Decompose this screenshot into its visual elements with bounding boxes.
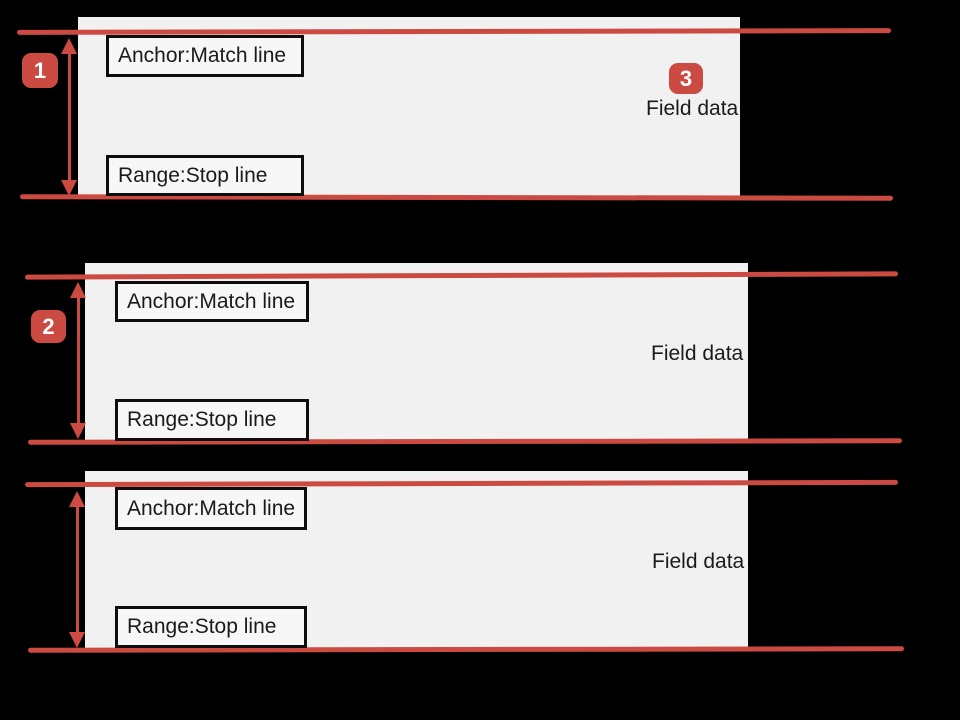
anchor-match-box-1: Anchor:Match line <box>106 35 304 77</box>
arrow-shaft <box>75 507 79 632</box>
span-measure-arrow-1 <box>61 38 77 196</box>
arrowhead-down-icon <box>70 423 86 439</box>
arrowhead-down-icon <box>61 180 77 196</box>
field-data-label-2: Field data <box>651 342 744 365</box>
range-stop-box-3: Range:Stop line <box>115 606 307 648</box>
arrowhead-down-icon <box>69 632 85 648</box>
field-data-label-1: Field data <box>646 97 739 120</box>
range-stop-box-1: Range:Stop line <box>106 155 304 196</box>
anchor-match-box-3: Anchor:Match line <box>115 487 307 530</box>
span-measure-arrow-2 <box>70 282 86 439</box>
arrowhead-up-icon <box>70 282 86 298</box>
anchor-match-box-2: Anchor:Match line <box>115 281 309 322</box>
anchor-match-line-1 <box>16 28 892 35</box>
field-data-label-3: Field data <box>652 550 745 573</box>
step-badge-3: 3 <box>669 63 703 94</box>
arrow-shaft <box>67 54 71 180</box>
step-badge-1: 1 <box>22 53 58 88</box>
arrow-shaft <box>76 298 80 423</box>
step-badge-2: 2 <box>31 310 66 343</box>
arrowhead-up-icon <box>61 38 77 54</box>
span-measure-arrow-3 <box>69 491 85 648</box>
arrowhead-up-icon <box>69 491 85 507</box>
range-stop-box-2: Range:Stop line <box>115 399 309 441</box>
